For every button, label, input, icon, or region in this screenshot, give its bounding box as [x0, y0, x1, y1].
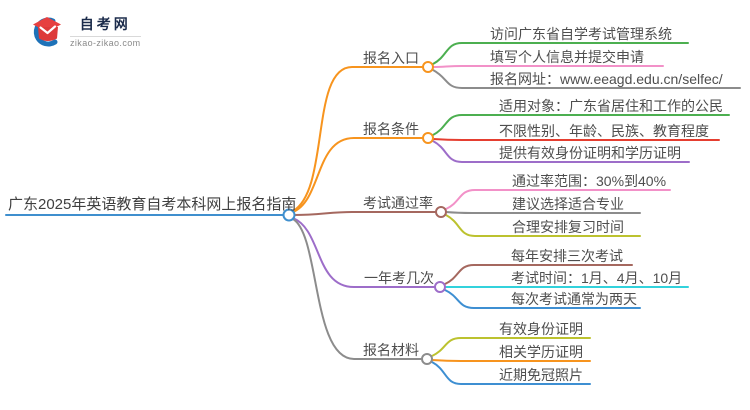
branch-topic-frequency[interactable]: 一年考几次 [364, 270, 434, 286]
child-link [432, 138, 720, 141]
child-link [444, 289, 641, 309]
branch-toggle[interactable] [421, 353, 433, 365]
child-topic[interactable]: 通过率范围：30%到40% [512, 173, 667, 189]
child-topic[interactable]: 建议选择适合专业 [512, 196, 624, 212]
logo-site-name: 自考网 [79, 16, 131, 32]
child-link [432, 69, 741, 89]
branch-link [292, 137, 423, 213]
root-toggle[interactable] [282, 208, 296, 222]
child-topic[interactable]: 适用对象：广东省居住和工作的公民 [499, 98, 723, 114]
child-link [431, 337, 591, 357]
child-topic[interactable]: 每次考试通常为两天 [511, 291, 637, 307]
branch-link [292, 66, 423, 212]
child-topic[interactable]: 每年安排三次考试 [511, 248, 623, 264]
branch-toggle[interactable] [435, 206, 447, 218]
logo[interactable]: 自考网 zikao-zikao.com [30, 14, 141, 48]
branch-link [292, 217, 435, 288]
logo-divider [70, 36, 141, 37]
branch-topic-entry[interactable]: 报名入口 [363, 50, 419, 66]
child-topic[interactable]: 提供有效身份证明和学历证明 [499, 145, 681, 161]
branch-topic-pass-rate[interactable]: 考试通过率 [363, 195, 433, 211]
child-link [432, 140, 690, 163]
child-topic[interactable]: 报名网址：www.eeagd.edu.cn/selfec/ [490, 71, 723, 87]
child-topic[interactable]: 有效身份证明 [499, 321, 583, 337]
child-link [432, 114, 730, 136]
branch-toggle[interactable] [434, 281, 446, 293]
graduation-cap-logo-icon [33, 17, 61, 47]
child-link [445, 214, 641, 237]
branch-toggle[interactable] [422, 132, 434, 144]
branch-toggle[interactable] [422, 61, 434, 73]
child-topic[interactable]: 近期免冠照片 [499, 367, 583, 383]
branch-link [292, 218, 422, 360]
child-link [432, 65, 664, 68]
child-link [444, 264, 633, 285]
child-link [431, 359, 591, 362]
root-topic[interactable]: 广东2025年英语教育自考本科网上报名指南 [8, 196, 297, 213]
child-topic[interactable]: 填写个人信息并提交申请 [490, 49, 644, 65]
logo-domain: zikao-zikao.com [70, 38, 141, 48]
child-link [432, 42, 689, 65]
branch-link [293, 211, 436, 216]
child-topic[interactable]: 访问广东省自学考试管理系统 [490, 26, 672, 42]
child-topic[interactable]: 合理安排复习时间 [512, 219, 624, 235]
child-topic[interactable]: 考试时间：1月、4月、10月 [511, 270, 683, 286]
child-link [445, 211, 641, 214]
child-link [445, 189, 671, 210]
branch-topic-materials[interactable]: 报名材料 [363, 342, 419, 358]
child-topic[interactable]: 不限性别、年龄、民族、教育程度 [499, 123, 709, 139]
child-topic[interactable]: 相关学历证明 [499, 344, 583, 360]
branch-topic-conditions[interactable]: 报名条件 [363, 121, 419, 137]
child-link [431, 361, 591, 385]
